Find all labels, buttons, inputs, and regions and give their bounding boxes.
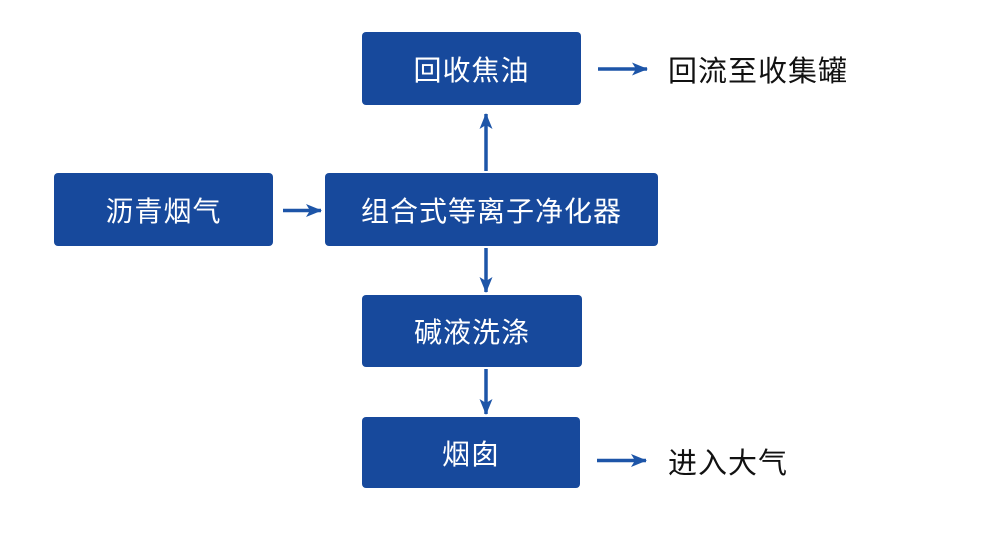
label-to-collection-tank: 回流至收集罐 xyxy=(668,56,849,88)
node-chimney: 烟囱 xyxy=(362,417,580,488)
node-asphalt-fume: 沥青烟气 xyxy=(54,173,273,246)
node-recovered-tar: 回收焦油 xyxy=(362,32,581,105)
label-to-atmosphere: 进入大气 xyxy=(668,448,789,480)
node-alkali-washing: 碱液洗涤 xyxy=(362,295,582,367)
node-plasma-purifier: 组合式等离子净化器 xyxy=(325,173,658,246)
